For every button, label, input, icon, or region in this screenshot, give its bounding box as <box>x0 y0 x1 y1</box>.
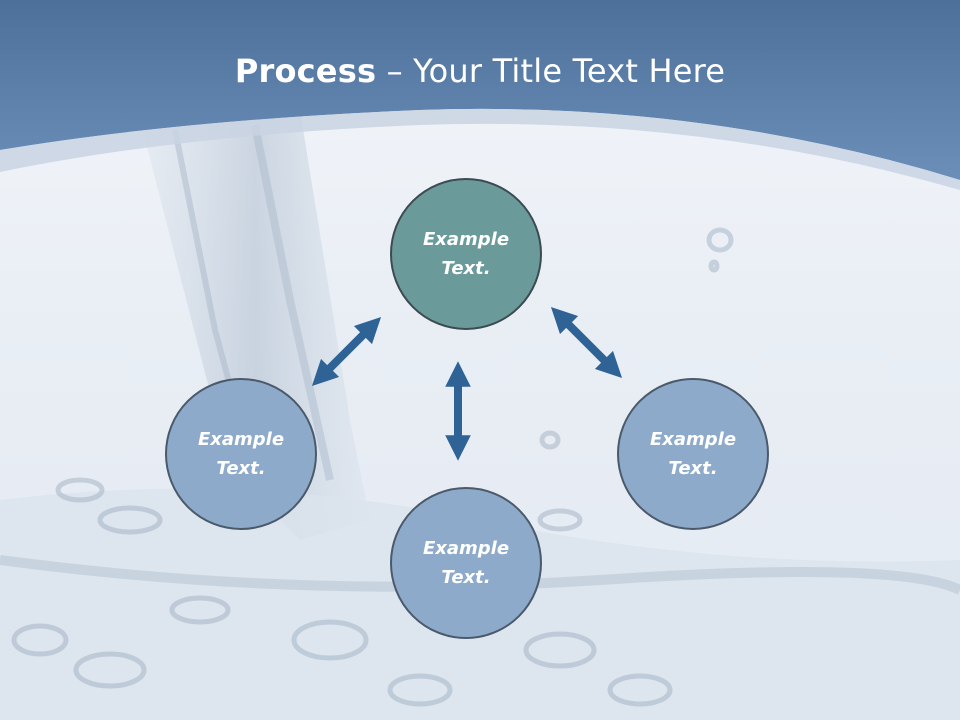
node-right: Example Text. <box>617 378 769 530</box>
slide-title: Process – Your Title Text Here <box>0 52 960 90</box>
node-left-text: Example Text. <box>197 429 285 479</box>
title-bold: Process <box>234 52 377 90</box>
arrow-top-left <box>311 316 382 387</box>
node-left: Example Text. <box>165 378 317 530</box>
node-top-text: Example Text. <box>422 229 510 279</box>
arrow-top-right <box>550 306 623 379</box>
node-right-text: Example Text. <box>649 429 737 479</box>
node-top: Example Text. <box>390 178 542 330</box>
node-bottom: Example Text. <box>390 487 542 639</box>
title-rest: – Your Title Text Here <box>376 52 726 90</box>
node-bottom-text: Example Text. <box>422 538 510 588</box>
